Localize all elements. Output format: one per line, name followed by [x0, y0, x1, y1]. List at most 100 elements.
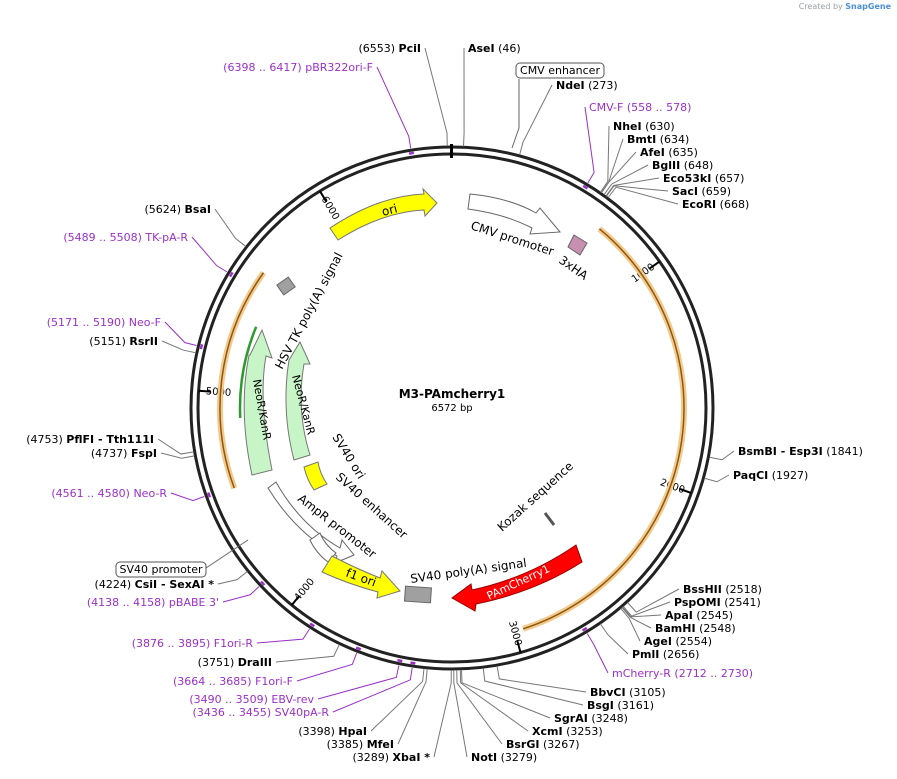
feature-f1-ori[interactable] [321, 555, 401, 599]
feature-3xha[interactable] [567, 234, 588, 256]
origin-marker [450, 144, 453, 158]
primer-mark-pbr322ori-f [408, 151, 415, 155]
feature-sv40-ori[interactable] [303, 461, 328, 491]
feature-neor-kanr-inner[interactable] [285, 340, 311, 461]
primer-mark-f1ori-r [309, 622, 315, 628]
site-leader-xbai [433, 669, 452, 758]
position-text: mCherry-R [612, 667, 671, 680]
label-hsv-tk-polya: HSV TK poly(A) signal [272, 250, 345, 371]
site-label-bsshii[interactable]: BssHII (2518) [683, 583, 762, 596]
feature-ampr-promoter-small[interactable] [309, 532, 337, 563]
position-text: (46) [498, 42, 521, 55]
site-leader-pspomi [622, 601, 671, 617]
site-label-bsmbi-esp3i[interactable]: BsmBI - Esp3I (1841) [738, 445, 863, 458]
site-label-saci[interactable]: SacI (659) [672, 185, 731, 198]
enzyme-name: PflFI - Tth111I [66, 433, 154, 446]
site-label-bsai[interactable]: (5624) BsaI [144, 203, 211, 216]
feature-neor-kanr-outer[interactable] [243, 328, 273, 476]
primer-label-tk-pa-r[interactable]: (5489 .. 5508) TK-pA-R [63, 231, 188, 244]
site-label-sgrai[interactable]: SgrAI (3248) [554, 712, 628, 725]
enzyme-name: XbaI * [393, 751, 431, 764]
feature-cmv-promoter[interactable] [467, 193, 562, 235]
feature-ori[interactable] [329, 187, 438, 241]
feature-hsv-tk-polya-box[interactable] [276, 276, 296, 296]
site-label-fspi[interactable]: (4737) FspI [91, 447, 157, 460]
position-text: (2712 .. 2730) [674, 667, 753, 680]
site-label-rsrii[interactable]: (5151) RsrII [89, 335, 158, 348]
site-label-hpai[interactable]: (3398) HpaI [298, 725, 367, 738]
site-label-ecori[interactable]: EcoRI (668) [682, 198, 749, 211]
primer-mark-tk-pa-r [228, 271, 234, 278]
site-label-eco53ki[interactable]: Eco53kI (657) [663, 172, 744, 185]
feature-sv40-polya-box[interactable] [403, 585, 432, 604]
site-label-bamhi[interactable]: BamHI (2548) [655, 622, 736, 635]
primer-label-ebv-rev[interactable]: (3490 .. 3509) EBV-rev [189, 693, 314, 706]
primer-label-f1ori-r[interactable]: (3876 .. 3895) F1ori-R [132, 637, 254, 650]
site-label-agei[interactable]: AgeI (2554) [644, 635, 712, 648]
site-label-pspomi[interactable]: PspOMI (2541) [674, 596, 761, 609]
site-leader-bbvci [496, 666, 587, 693]
primer-label-pbr322ori-f[interactable]: (6398 .. 6417) pBR322ori-F [223, 61, 373, 74]
site-label-nhei[interactable]: NheI (630) [613, 120, 675, 133]
site-label-pcii[interactable]: (6553) PciI [358, 42, 421, 55]
boxed-labels: CMV enhancer SV40 promoter [115, 62, 605, 578]
primer-mark-ebv-rev [397, 658, 403, 663]
feature-ampr-promoter[interactable] [267, 481, 355, 564]
primer-mark-mcherry-r [581, 626, 588, 632]
site-label-draiii[interactable]: (3751) DraIII [198, 656, 272, 669]
enzyme-name: BamHI [655, 622, 696, 635]
primer-label-f1ori-f[interactable]: (3664 .. 3685) F1ori-F [173, 675, 293, 688]
site-leader-bsmbi-esp3i [709, 450, 735, 461]
site-label-asei[interactable]: AseI (46) [468, 42, 521, 55]
site-label-bmti[interactable]: BmtI (634) [627, 133, 689, 146]
site-label-pflfi-tth111i[interactable]: (4753) PflFI - Tth111I [26, 433, 154, 446]
position-text: (558 .. 578) [627, 101, 692, 114]
feature-kozak[interactable] [543, 512, 556, 526]
feature-pamcherry1[interactable] [451, 544, 583, 612]
primer-label-cmv-f[interactable]: CMV-F (558 .. 578) [589, 101, 691, 114]
site-label-xcmi[interactable]: XcmI (3253) [532, 725, 603, 738]
primer-mark-neo-r [207, 492, 212, 498]
enzyme-name: PmlI [632, 648, 659, 661]
position-text: (4753) [26, 433, 63, 446]
site-label-mfei[interactable]: (3385) MfeI [327, 738, 394, 751]
site-label-afei[interactable]: AfeI (635) [640, 146, 698, 159]
site-label-pmli[interactable]: PmlI (2656) [632, 648, 699, 661]
enzyme-name: AseI [468, 42, 495, 55]
position-text: (3876 .. 3895) [132, 637, 211, 650]
position-text: (634) [660, 133, 690, 146]
enzyme-name: BbvCI [590, 686, 626, 699]
enzyme-name: EcoRI [682, 198, 716, 211]
orf-arcs [217, 226, 687, 632]
enzyme-name: BsrGI [506, 738, 539, 751]
enzyme-name: NheI [613, 120, 642, 133]
primer-label-neo-r[interactable]: (4561 .. 4580) Neo-R [51, 487, 167, 500]
site-label-noti[interactable]: NotI (3279) [471, 751, 537, 764]
position-text: (2541) [724, 596, 761, 609]
primer-leader-f1ori-f [296, 652, 358, 682]
site-label-bsrgi[interactable]: BsrGI (3267) [506, 738, 580, 751]
enzyme-name: NotI [471, 751, 497, 764]
primer-label-neo-f[interactable]: (5171 .. 5190) Neo-F [47, 316, 161, 329]
enzyme-name: BglII [652, 159, 680, 172]
site-label-apai[interactable]: ApaI (2545) [665, 609, 733, 622]
primer-label-sv40pa-r[interactable]: (3436 .. 3455) SV40pA-R [193, 706, 330, 719]
position-text: (3436 .. 3455) [193, 706, 272, 719]
primer-mark-sv40pa-r [410, 661, 416, 665]
cmv-enhancer-leader-2 [511, 127, 520, 149]
position-text: (3253) [566, 725, 603, 738]
primer-leader-neo-f [164, 321, 197, 346]
site-leader-apai [622, 606, 662, 618]
site-label-bsgi[interactable]: BsgI (3161) [587, 699, 654, 712]
site-label-csii-sexai[interactable]: (4224) CsiI - SexAI * [95, 578, 215, 591]
primer-label-mcherry-r[interactable]: mCherry-R (2712 .. 2730) [612, 667, 753, 680]
position-text: (3161) [617, 699, 654, 712]
site-leader-agei [620, 608, 641, 642]
site-label-ndei[interactable]: NdeI (273) [556, 79, 618, 92]
site-label-xbai[interactable]: (3289) XbaI * [352, 751, 430, 764]
site-label-bbvci[interactable]: BbvCI (3105) [590, 686, 666, 699]
primer-label-pbabe-3[interactable]: (4138 .. 4158) pBABE 3' [87, 596, 219, 609]
orf-pamcherry1 [522, 228, 685, 630]
site-label-bglii[interactable]: BglII (648) [652, 159, 713, 172]
site-label-paqci[interactable]: PaqCI (1927) [733, 469, 808, 482]
